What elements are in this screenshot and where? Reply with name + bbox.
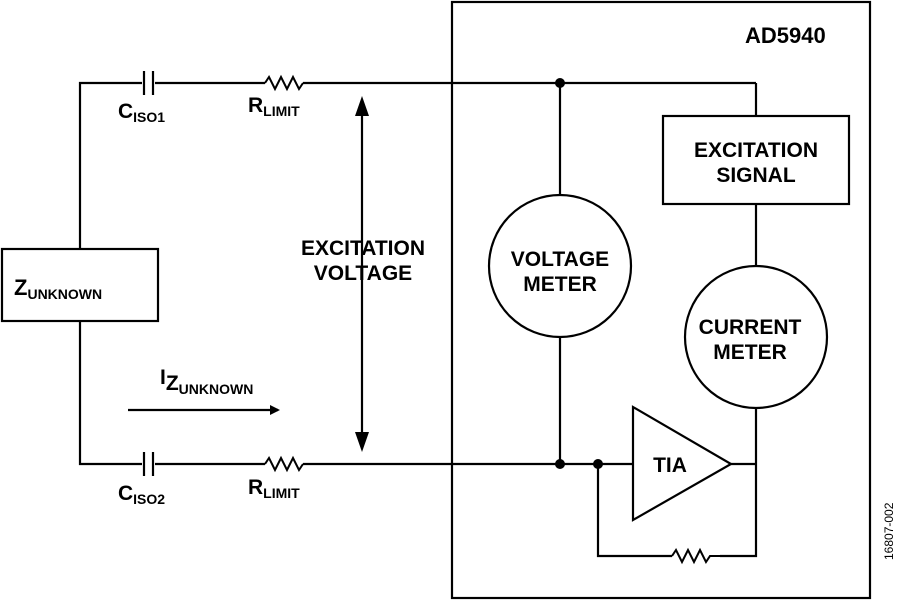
capacitor-ciso2 xyxy=(142,452,155,476)
tia-amplifier xyxy=(631,405,734,522)
ciso1-label: CISO1 xyxy=(118,100,165,125)
chip-boundary xyxy=(450,0,872,600)
node-bottom xyxy=(555,459,565,469)
current-label: IZUNKNOWN xyxy=(160,366,253,397)
wire-left-bottom xyxy=(78,321,142,466)
excitation-voltage-arrow xyxy=(355,96,369,452)
wire-right-bottom xyxy=(720,408,758,558)
capacitor-ciso1 xyxy=(142,71,155,95)
wire-left-top xyxy=(78,81,142,249)
current-meter-line1: CURRENT xyxy=(699,316,802,339)
voltage-meter-line2: METER xyxy=(523,273,597,296)
resistor-feedback xyxy=(671,547,720,565)
excitation-signal-line1: EXCITATION xyxy=(694,139,818,162)
wire-feedback xyxy=(596,464,672,558)
resistor-rlimit-top xyxy=(264,74,304,92)
excitation-voltage-line1: EXCITATION xyxy=(301,237,425,260)
chip-name: AD5940 xyxy=(745,23,826,48)
ciso2-label: CISO2 xyxy=(118,482,165,507)
voltage-meter-line1: VOLTAGE xyxy=(511,248,609,271)
tia-label: TIA xyxy=(653,454,687,477)
excitation-voltage-line2: VOLTAGE xyxy=(314,262,412,285)
z-unknown-label: ZUNKNOWN xyxy=(14,275,102,302)
rlimit-top-label: RLIMIT xyxy=(248,94,300,119)
current-meter-line2: METER xyxy=(713,341,787,364)
rlimit-bottom-label: RLIMIT xyxy=(248,476,300,501)
excitation-signal-line2: SIGNAL xyxy=(716,164,796,187)
resistor-rlimit-bottom xyxy=(264,455,304,473)
figure-id: 16807-002 xyxy=(882,502,896,560)
